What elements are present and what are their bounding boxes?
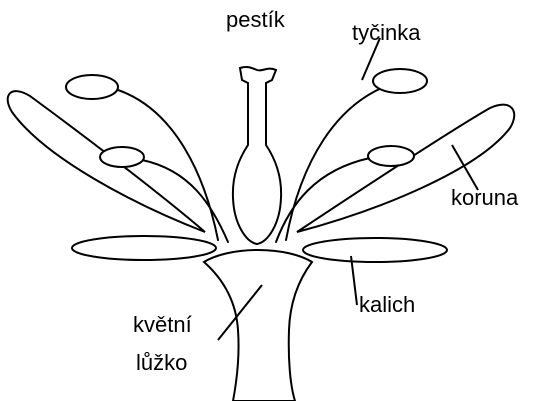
pistil <box>233 67 281 244</box>
sepals-label: kalich <box>359 292 415 317</box>
petals-label: koruna <box>451 185 519 210</box>
receptacle-label-line1: květní <box>133 312 192 337</box>
right-inner-anther <box>368 146 414 166</box>
left-inner-anther <box>100 147 144 167</box>
receptacle <box>204 250 312 401</box>
left-outer-anther <box>66 75 118 99</box>
sepals-leader <box>351 256 357 305</box>
right-outer-anther <box>373 69 427 93</box>
left-sepal <box>72 236 216 260</box>
right-sepal <box>303 238 447 262</box>
stamen-label: tyčinka <box>352 20 421 45</box>
pistil-label: pestík <box>226 7 286 32</box>
right-petal <box>297 105 514 232</box>
receptacle-label-line2: lůžko <box>136 350 187 375</box>
